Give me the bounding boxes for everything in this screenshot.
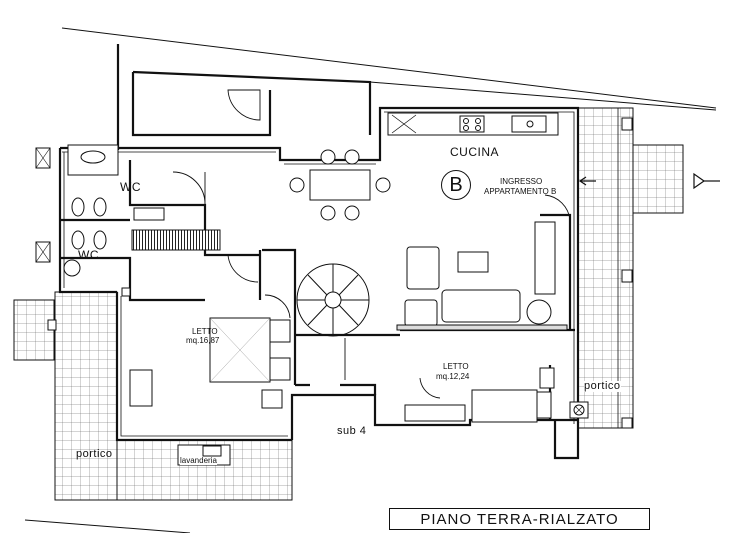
entry-steps: [632, 144, 684, 214]
room-label-wc-lower: WC: [78, 248, 99, 262]
room-area-letto-2: mq.12,24: [436, 372, 470, 381]
room-label-appartamento: APPARTAMENTO B: [484, 187, 557, 196]
room-label-letto-2: LETTO: [443, 362, 469, 371]
kitchen-counter: [387, 112, 559, 136]
wardrobe: [131, 229, 221, 251]
door-swings: [172, 89, 571, 399]
subunit-label: sub 4: [337, 425, 367, 437]
dining-set: [289, 149, 391, 221]
portico-right-tiles: [577, 107, 634, 429]
unit-badge: B: [441, 170, 471, 200]
room-label-portico-right: portico: [584, 380, 621, 392]
floor-title: PIANO TERRA-RIALZATO: [389, 508, 650, 530]
room-label-ingresso: INGRESSO: [500, 177, 543, 186]
property-boundary: [24, 27, 717, 533]
beds: [129, 317, 555, 423]
spiral-staircase: [296, 263, 370, 337]
room-label-letto-1: LETTO: [192, 327, 218, 336]
portico-left-tiles: [54, 291, 118, 501]
bathroom-fixtures: [35, 144, 165, 277]
columns: [47, 117, 633, 429]
living-furniture: [396, 221, 568, 331]
room-label-portico-left: portico: [76, 448, 113, 460]
left-steps: [13, 299, 55, 361]
entrance-arrow-icon: [578, 172, 720, 190]
portico-areas: [13, 107, 684, 501]
room-label-lavanderia: lavanderia: [180, 456, 217, 465]
room-label-wc-upper: WC: [120, 180, 141, 194]
room-label-cucina: CUCINA: [450, 145, 500, 159]
room-area-letto-1: mq.16,87: [186, 336, 220, 345]
